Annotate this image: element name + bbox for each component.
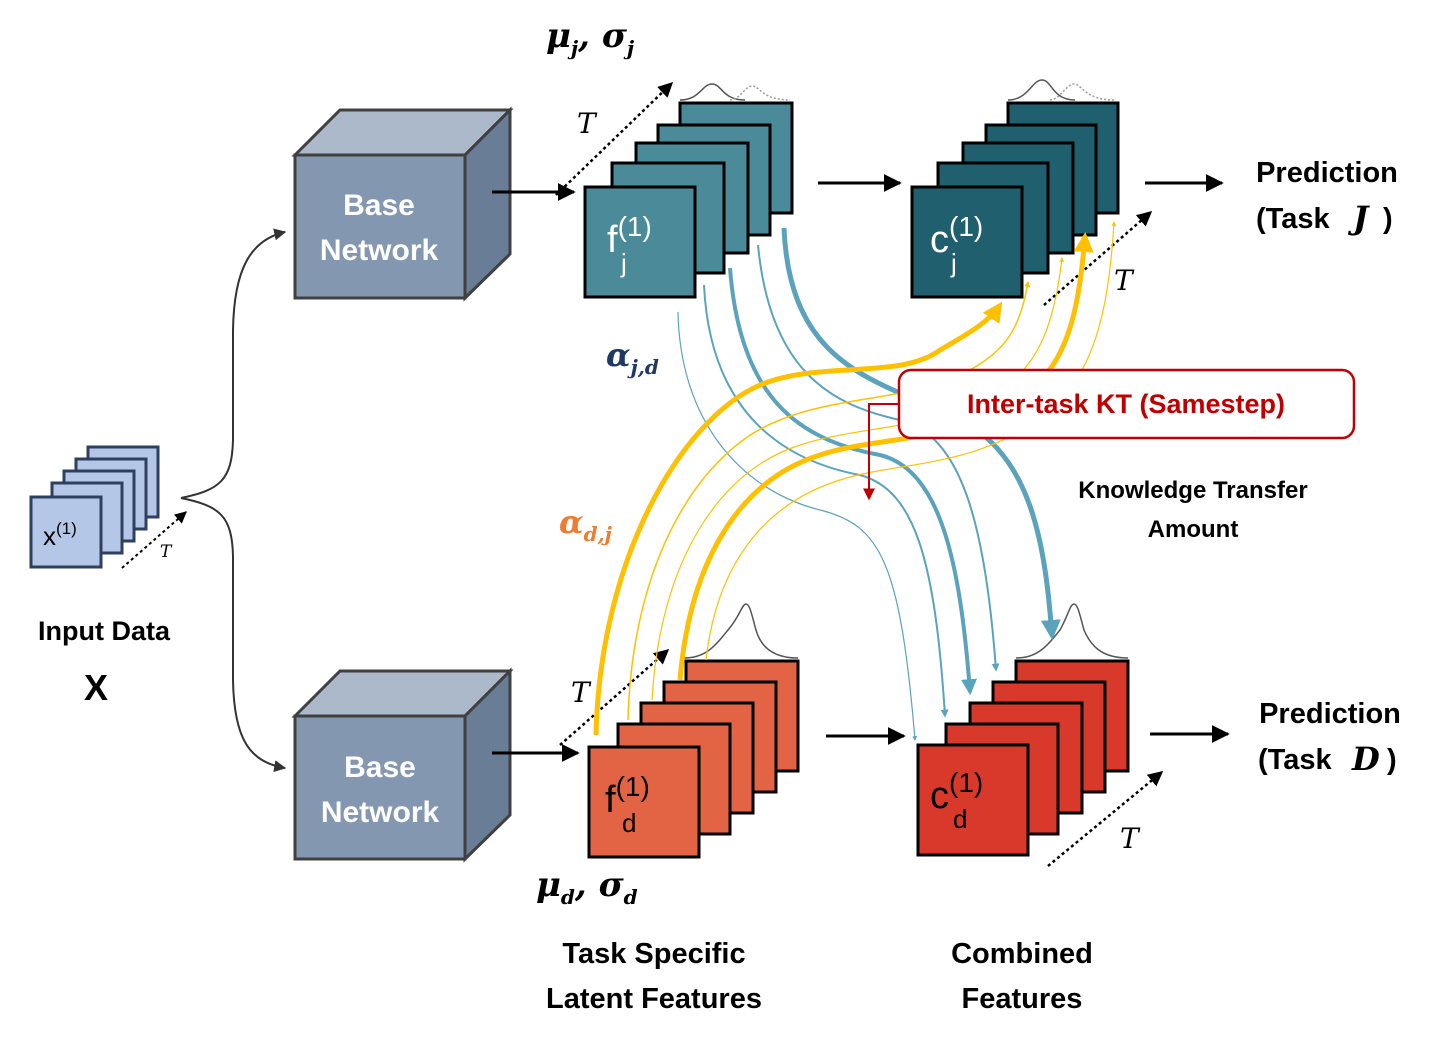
svg-text:αd,j: αd,j [559,503,613,546]
latent-caption-line1: Task Specific [562,938,745,970]
base-network-label-line1-bottom: Base [344,751,416,784]
cj-label-base: c [930,219,949,261]
prediction-j-suffix: ) [1383,203,1393,235]
latent-caption-line2: Latent Features [546,983,762,1015]
svg-text:μj, σj: μj, σj [546,16,635,60]
cd-label-sub: d [953,804,967,834]
cd-frame-stack [916,659,1130,857]
sigma-d-symbol: σ [599,865,625,905]
fd-label-sub: d [622,808,636,838]
cd-label-sup: (1) [949,767,983,798]
fj-label-base: f [607,219,618,261]
fj-time-arrow [555,81,674,196]
prediction-j-prefix: (Task [1256,203,1330,235]
svg-text:c(1): c(1) [930,211,983,261]
base-network-label-line2-top: Network [320,234,439,267]
prediction-d-suffix: ) [1387,744,1397,776]
alpha-jd-symbol: α [606,336,631,374]
kt-pointer-arrow [863,403,899,501]
transfer-arrows-d-to-j [593,221,1117,736]
cd-time-label: T [1120,822,1141,855]
cj-gaussian-curves [1007,79,1116,101]
fj-gaussian-curves [679,83,791,101]
input-time-arrow [121,511,187,569]
svg-text:μd, σd: μd, σd [536,865,638,909]
base-network-cube-top [291,106,514,302]
base-network-label-line2-bottom: Network [321,796,440,829]
sigma-j-symbol: σ [602,16,628,56]
fj-frame-stack [583,101,794,299]
prediction-d-prefix: (Task [1258,744,1332,776]
fj-label-sub: j [620,248,627,278]
cj-frame-stack [910,101,1120,299]
input-frame-sup: (1) [56,519,77,538]
kt-amount-line2: Amount [1148,516,1239,543]
cj-time-label: T [1114,264,1135,297]
alpha-dj-symbol: α [559,503,584,541]
cj-label-sup: (1) [949,211,983,242]
input-time-label: T [160,542,173,562]
fj-time-label: T [577,107,598,140]
fd-label-base: f [605,779,616,821]
kt-amount-line1: Knowledge Transfer [1078,477,1307,504]
prediction-d-symbol: D [1351,740,1380,778]
svg-text:f(1): f(1) [605,771,650,821]
input-title: Input Data [38,616,171,646]
prediction-d-line1: Prediction [1259,698,1401,730]
kt-box-label: Inter-task KT (Samestep) [967,389,1285,419]
input-symbol: X [84,667,108,708]
fd-frame-stack [587,659,800,859]
mu-d-symbol: μ [536,865,561,905]
prediction-j-symbol: J [1347,199,1370,237]
mu-j-symbol: μ [546,16,571,56]
input-frame-stack [29,445,160,569]
fd-label-sup: (1) [616,771,650,802]
cd-gaussian-curves [1015,603,1129,659]
base-network-label-line1-top: Base [343,189,415,222]
svg-text:c(1): c(1) [930,767,983,817]
svg-text:x(1): x(1) [43,519,77,551]
cd-label-base: c [930,775,949,817]
fj-label-sup: (1) [618,211,652,242]
svg-text:(Task: (Task [1256,203,1330,235]
alpha-dj-sub: d,j [584,522,613,546]
cd-time-arrow [1047,771,1164,867]
alpha-jd-sub: j,d [627,355,659,379]
svg-text:αj,d: αj,d [606,336,659,379]
combined-caption-line2: Features [962,983,1083,1015]
fd-time-label: T [571,676,592,709]
prediction-j-line1: Prediction [1256,157,1398,189]
cj-label-sub: j [950,248,957,278]
base-network-cube-bottom [291,667,514,863]
combined-caption-line1: Combined [951,938,1093,970]
split-arrow-top [180,228,287,499]
mu-d-sub: d [561,885,575,909]
sigma-d-sub: d [624,885,638,909]
svg-text:f(1): f(1) [607,211,652,261]
split-arrow-bottom [180,497,287,773]
input-frame-label: x [43,521,56,551]
